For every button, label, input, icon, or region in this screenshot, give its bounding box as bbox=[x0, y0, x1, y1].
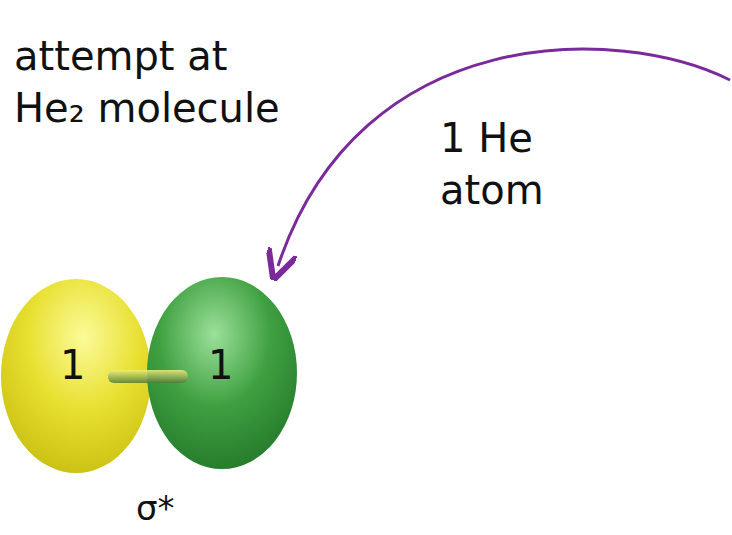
note-text: attempt at He₂ molecule bbox=[14, 30, 284, 134]
lobe-number: 1 bbox=[60, 345, 85, 385]
orbital-lobe: 1 bbox=[146, 276, 298, 470]
atom-label: 1 He atom bbox=[440, 112, 610, 216]
orbital-label: σ* bbox=[136, 486, 175, 530]
lobe-number: 1 bbox=[208, 345, 233, 385]
curved-arrow bbox=[278, 49, 730, 266]
orbital-lobe: 1 bbox=[0, 278, 152, 474]
